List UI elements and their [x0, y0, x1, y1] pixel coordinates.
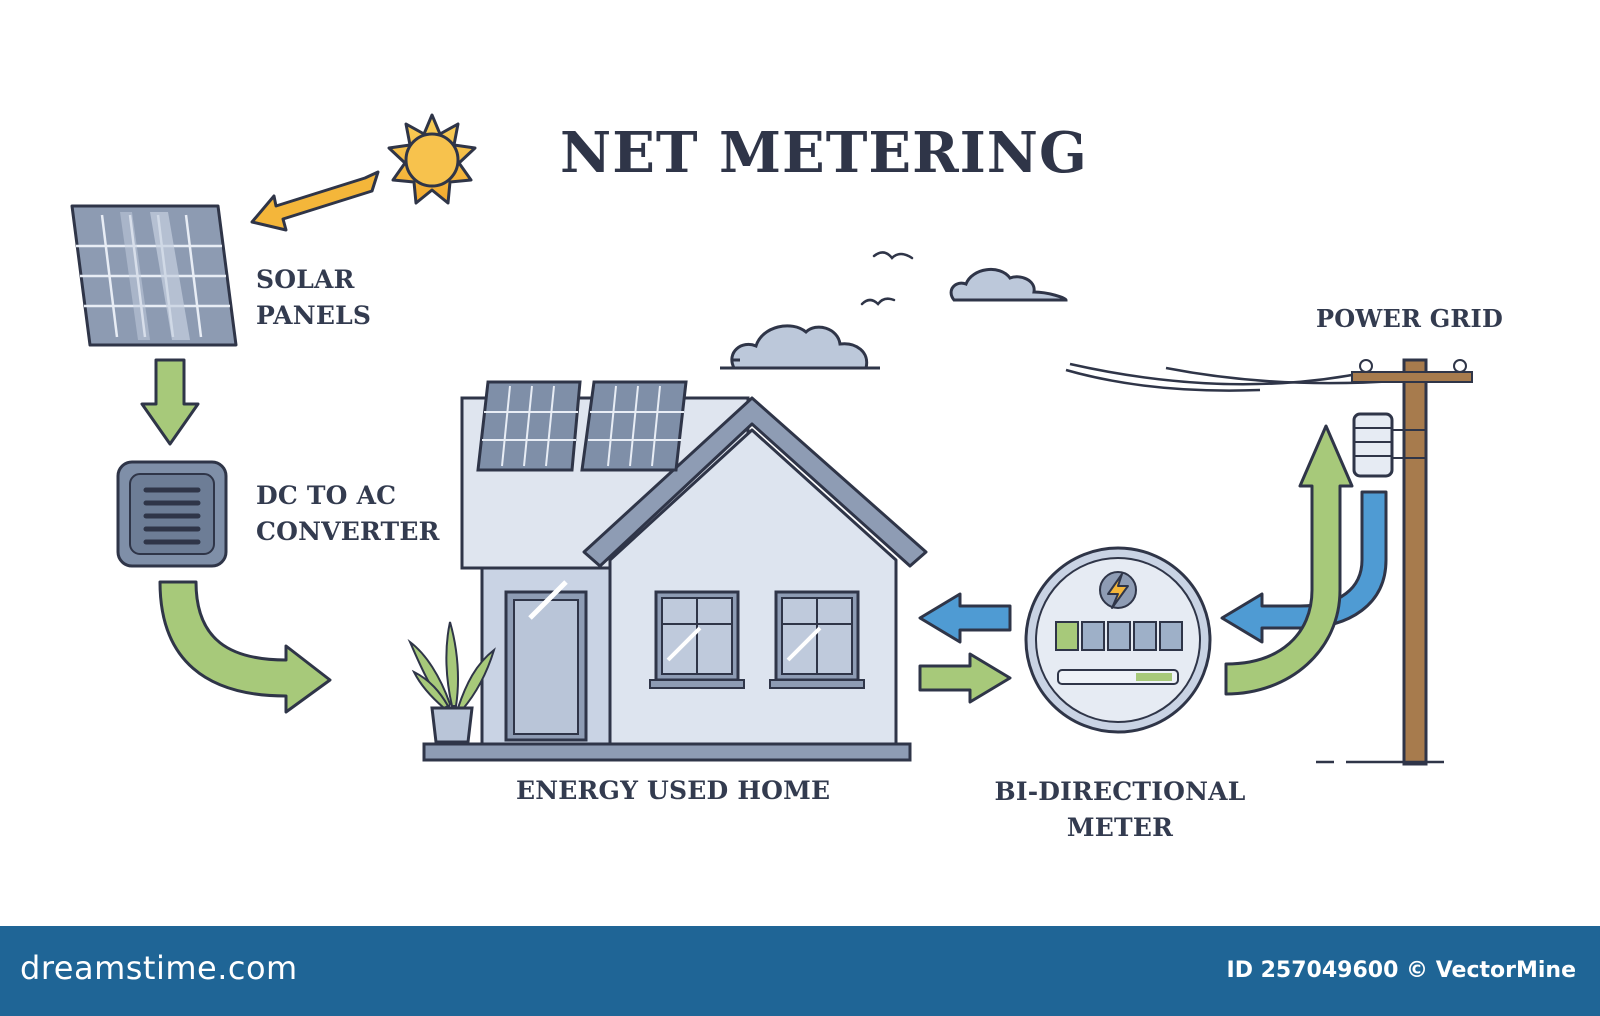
solar-panels-label-line1: SOLAR: [256, 265, 355, 294]
sunlight-arrow: [250, 170, 380, 232]
meter-icon: [1024, 546, 1212, 734]
sun-icon: [387, 113, 477, 205]
converter-label-line1: DC TO AC: [256, 481, 397, 510]
arrow-converter-to-home: [158, 580, 332, 714]
meter-label: BI-DIRECTIONAL METER: [990, 774, 1250, 846]
birds-icon: [860, 251, 914, 306]
converter-label: DC TO AC CONVERTER: [256, 478, 440, 550]
power-pole-icon: [1065, 358, 1473, 766]
solar-panels-label-line2: PANELS: [256, 301, 372, 330]
home-label: ENERGY USED HOME: [516, 776, 831, 805]
arrow-meter-to-grid: [1224, 424, 1354, 696]
solar-panels-label: SOLAR PANELS: [256, 262, 371, 334]
diagram-canvas: [70, 113, 1473, 766]
solar-panel-icon: [70, 204, 238, 347]
cloud-icon: [949, 268, 1068, 302]
page-title: NET METERING: [560, 120, 1088, 186]
arrow-down-to-converter: [140, 358, 200, 446]
house-icon: [422, 380, 928, 762]
converter-label-line2: CONVERTER: [256, 517, 440, 546]
arrow-meter-to-home: [918, 592, 1012, 644]
meter-label-line1: BI-DIRECTIONAL: [994, 777, 1246, 806]
footer-bar: dreamstime.com ID 257049600 © VectorMine: [0, 926, 1600, 1016]
cloud-icon: [720, 324, 880, 370]
plant-icon: [407, 621, 496, 744]
meter-label-line2: METER: [1066, 813, 1174, 842]
arrow-home-to-meter: [918, 652, 1012, 704]
arrow-grid-to-meter: [1220, 490, 1388, 644]
converter-icon: [116, 460, 228, 568]
power-grid-label: POWER GRID: [1316, 304, 1503, 333]
brand-logo: dreamstime.com: [20, 949, 298, 987]
stock-id: ID 257049600 © VectorMine: [1226, 958, 1576, 983]
